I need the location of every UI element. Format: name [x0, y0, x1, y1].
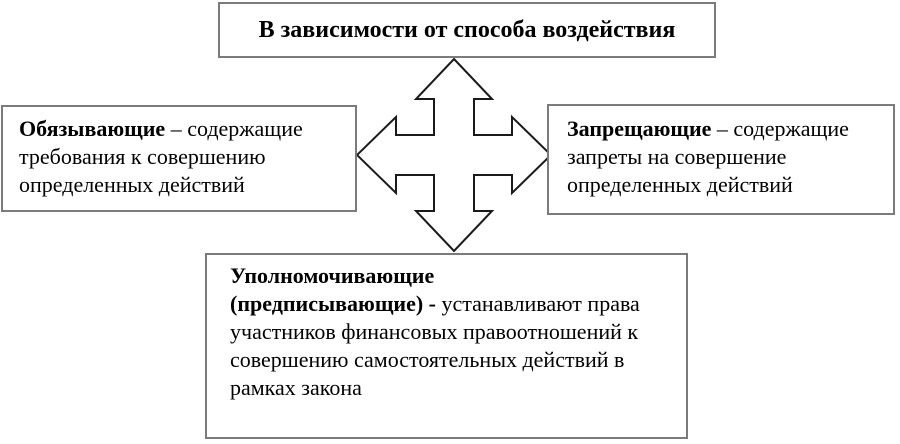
authorizing-box: Уполномочивающие (предписывающие) - уста…: [205, 253, 688, 439]
prohibiting-term: Запрещающие: [567, 116, 712, 141]
authorizing-text: Уполномочивающие (предписывающие) - уста…: [230, 262, 668, 402]
prohibiting-box: Запрещающие – содержащие запреты на сове…: [547, 104, 895, 215]
top-category-box: В зависимости от способа воздействия: [218, 2, 716, 58]
obliging-box: Обязывающие – содержащие требования к со…: [1, 105, 357, 212]
authorizing-term: Уполномочивающие (предписывающие) -: [230, 263, 436, 316]
obliging-definition: – содержащие требования к совершению опр…: [19, 116, 303, 197]
obliging-term: Обязывающие: [19, 116, 166, 141]
obliging-text: Обязывающие – содержащие требования к со…: [19, 115, 343, 199]
top-category-label: В зависимости от способа воздействия: [258, 17, 676, 43]
prohibiting-definition: – содержащие запреты на совершение опред…: [567, 116, 849, 197]
prohibiting-text: Запрещающие – содержащие запреты на сове…: [567, 115, 885, 199]
four-way-arrow-icon: [356, 58, 552, 252]
authorizing-definition: устанавливают права участников финансовы…: [230, 291, 640, 400]
